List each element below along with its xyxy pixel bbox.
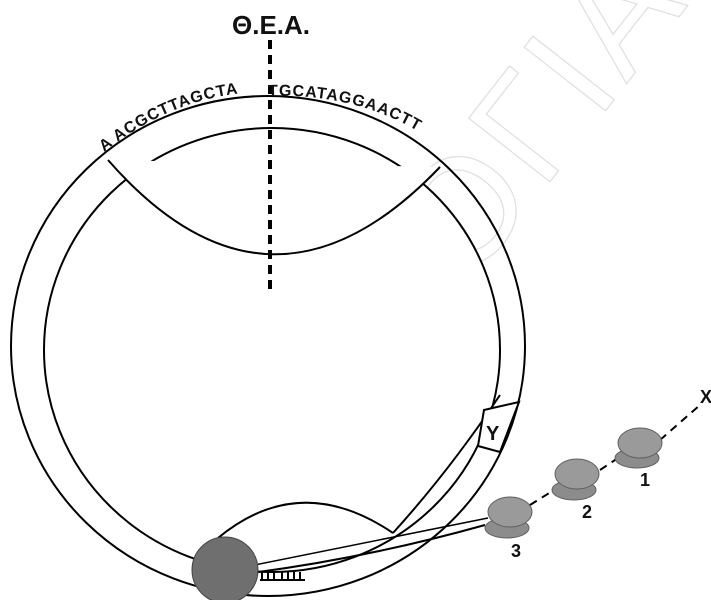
ribosome-1-label: 1 (640, 470, 650, 490)
region-y-label: Y (486, 423, 500, 445)
rna-polymerase (192, 537, 258, 600)
ribosome-2: 2 (552, 459, 599, 522)
title-label: Θ.Ε.Α. (232, 10, 310, 40)
end-x-label: X (700, 387, 711, 407)
ribosome-2-label: 2 (582, 502, 592, 522)
ribosome-3-label: 3 (511, 541, 521, 561)
region-y: Y (478, 402, 519, 452)
ribosome-1: 1 (615, 428, 662, 490)
ribosome-3: 3 (485, 497, 532, 561)
